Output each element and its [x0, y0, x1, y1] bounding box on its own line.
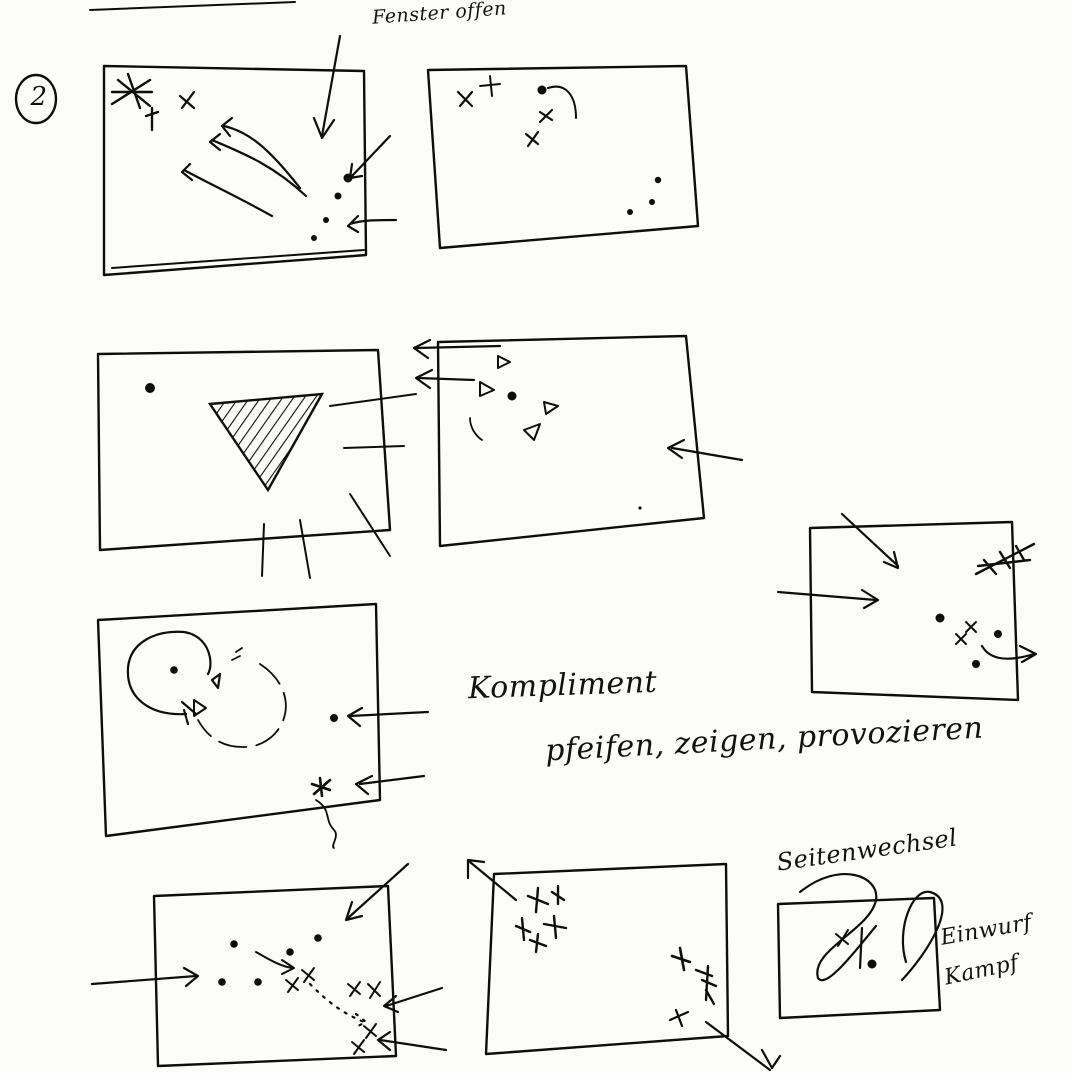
panel-7 — [90, 862, 448, 1068]
arrows — [180, 34, 398, 234]
panel-4 — [412, 334, 744, 548]
note-line-1: Kompliment — [467, 664, 658, 707]
cross-marks — [110, 72, 196, 132]
hatched-wedge — [207, 392, 325, 493]
top-stroke — [89, 1, 296, 11]
panel-8 — [466, 858, 782, 1072]
panel-2 — [426, 64, 700, 250]
panel-5 — [96, 602, 430, 849]
panel-9 — [776, 873, 944, 1020]
dot-marks — [311, 173, 353, 241]
page-number-circle — [14, 73, 58, 125]
panel-3 — [96, 348, 417, 579]
panel-6 — [776, 512, 1038, 702]
panel-1 — [102, 34, 398, 277]
page-number: 2 — [30, 82, 48, 112]
